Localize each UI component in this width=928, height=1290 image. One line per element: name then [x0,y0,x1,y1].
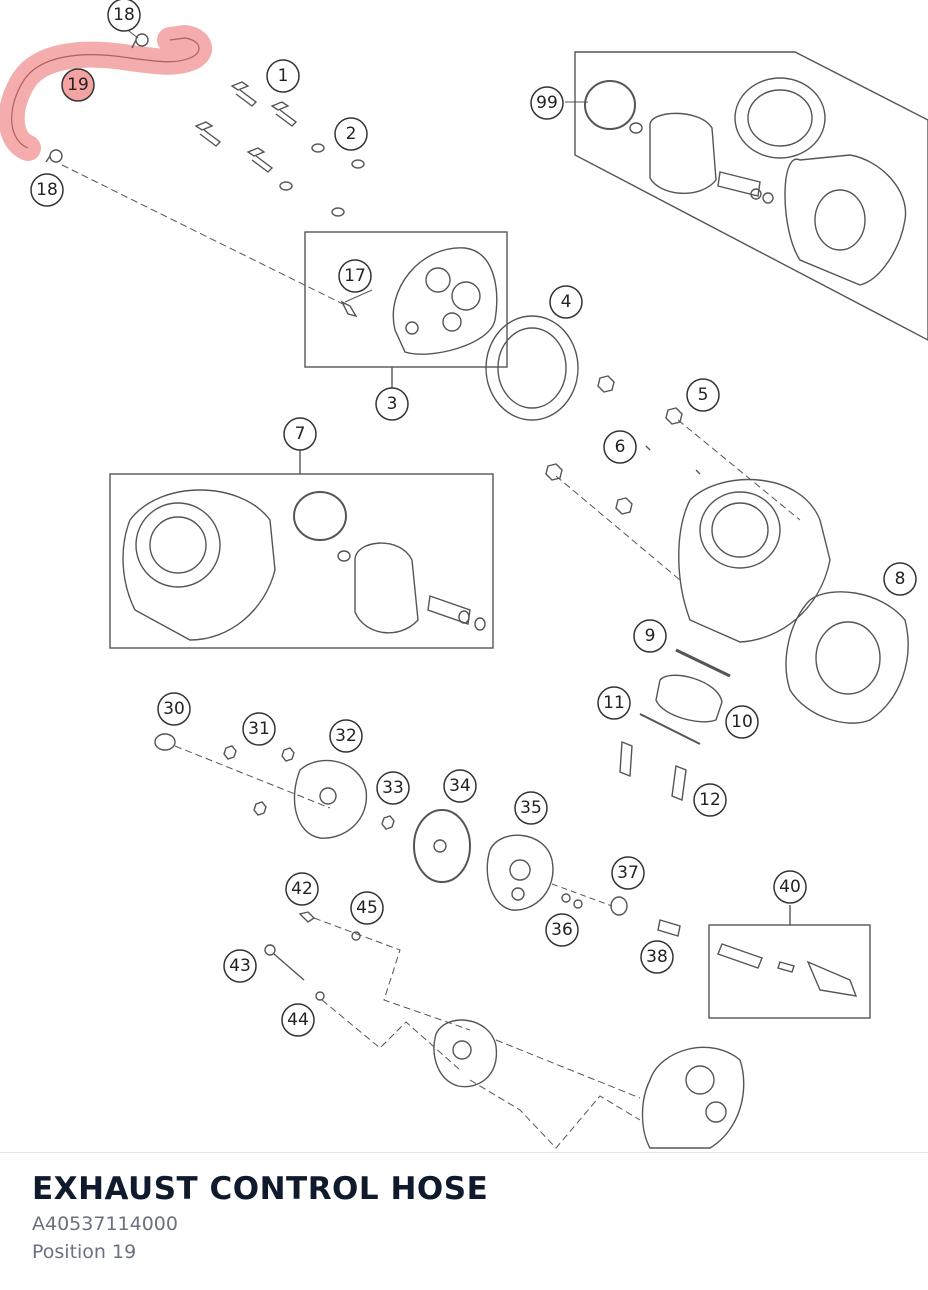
callout-3[interactable] [375,387,409,421]
callout-36[interactable] [545,913,579,947]
callout-19[interactable] [61,68,95,102]
callout-17[interactable] [338,259,372,293]
seal-ring-37 [610,896,628,916]
callout-label: 31 [248,719,270,739]
part-number: A40537114000 [32,1213,178,1235]
callout-label: 32 [335,726,357,746]
valve-housing-35 [486,834,613,911]
callout-12[interactable] [693,783,727,817]
exploded-parts-diagram: 18 19 18 1 2 99 17 3 4 5 6 7 8 9 10 11 1… [0,0,928,1149]
hose-clamp-bottom [45,149,63,163]
part-title: EXHAUST CONTROL HOSE [32,1171,489,1207]
callout-18-bottom[interactable] [30,173,64,207]
callout-label: 9 [645,626,656,646]
callout-7[interactable] [283,417,317,451]
callout-37[interactable] [611,856,645,890]
callout-9[interactable] [633,619,667,653]
callout-label: 18 [113,5,135,25]
washer-group-2 [279,143,365,217]
callout-label: 5 [698,385,709,405]
callout-2[interactable] [334,117,368,151]
callout-label: 19 [67,75,89,95]
callout-18-top[interactable] [107,0,141,32]
callout-label: 1 [278,66,289,86]
callout-label: 35 [520,798,542,818]
callout-label: 3 [387,394,398,414]
gasket-kit-box-99 [574,51,928,341]
callout-43[interactable] [223,949,257,983]
callout-label: 11 [603,693,625,713]
callout-label: 4 [561,292,572,312]
lower-linkage [264,911,745,1149]
nut-33 [381,815,395,830]
callout-label: 8 [895,569,906,589]
valve-cover-32 [154,733,368,839]
callout-label: 38 [646,947,668,967]
hose-clamp-top [131,33,149,49]
dowel-pins-6 [645,445,701,475]
cylinder-kit-box-7 [109,473,494,649]
linkage-box-40 [708,924,871,1019]
callout-10[interactable] [725,705,759,739]
callout-38[interactable] [640,940,674,974]
callout-34[interactable] [443,769,477,803]
callout-label: 2 [346,124,357,144]
callout-31[interactable] [242,712,276,746]
o-rings-36 [561,893,583,909]
cylinder-main [678,478,831,643]
exhaust-valve-parts [619,648,731,801]
diagram-canvas: 18 19 18 1 2 99 17 3 4 5 6 7 8 9 10 11 1… [0,0,928,1149]
callout-33[interactable] [376,771,410,805]
base-gasket-8 [785,591,909,724]
callout-99[interactable] [530,86,564,120]
leader-hose-to-fitting [61,164,346,306]
exhaust-control-hose-highlight[interactable] [0,25,212,161]
callout-45[interactable] [350,891,384,925]
callout-11[interactable] [597,686,631,720]
callout-40[interactable] [773,870,807,904]
callout-label: 36 [551,920,573,940]
callout-label: 6 [615,437,626,457]
part-position: Position 19 [32,1241,137,1263]
callout-32[interactable] [329,719,363,753]
diaphragm-34 [413,809,471,883]
callout-5[interactable] [686,378,720,412]
callout-label: 7 [295,424,306,444]
callout-label: 37 [617,863,639,883]
stud-line-5 [677,419,801,521]
callout-label: 44 [287,1010,309,1030]
callout-label: 43 [229,956,251,976]
callout-4[interactable] [549,285,583,319]
callout-1[interactable] [266,59,300,93]
cylinder-head-box-3 [304,231,508,368]
bolt-group-1 [194,81,298,173]
callout-label: 34 [449,776,471,796]
callout-label: 30 [163,699,185,719]
spring-38 [657,919,681,937]
callout-label: 17 [344,266,366,286]
part-info-panel: EXHAUST CONTROL HOSE A40537114000 Positi… [0,1152,928,1290]
callout-label: 18 [36,180,58,200]
callout-30[interactable] [157,692,191,726]
callout-42[interactable] [285,872,319,906]
callout-6[interactable] [603,430,637,464]
exhaust-control-hose [11,37,200,149]
stud-line-5b [555,475,681,581]
callout-label: 42 [291,879,313,899]
callout-35[interactable] [514,791,548,825]
head-gasket-4 [485,315,579,421]
callout-label: 99 [536,93,558,113]
callout-44[interactable] [281,1003,315,1037]
callout-label: 33 [382,778,404,798]
callout-label: 12 [699,790,721,810]
callout-8[interactable] [883,562,917,596]
callout-label: 45 [356,898,378,918]
callout-label: 10 [731,712,753,732]
callout-label: 40 [779,877,801,897]
